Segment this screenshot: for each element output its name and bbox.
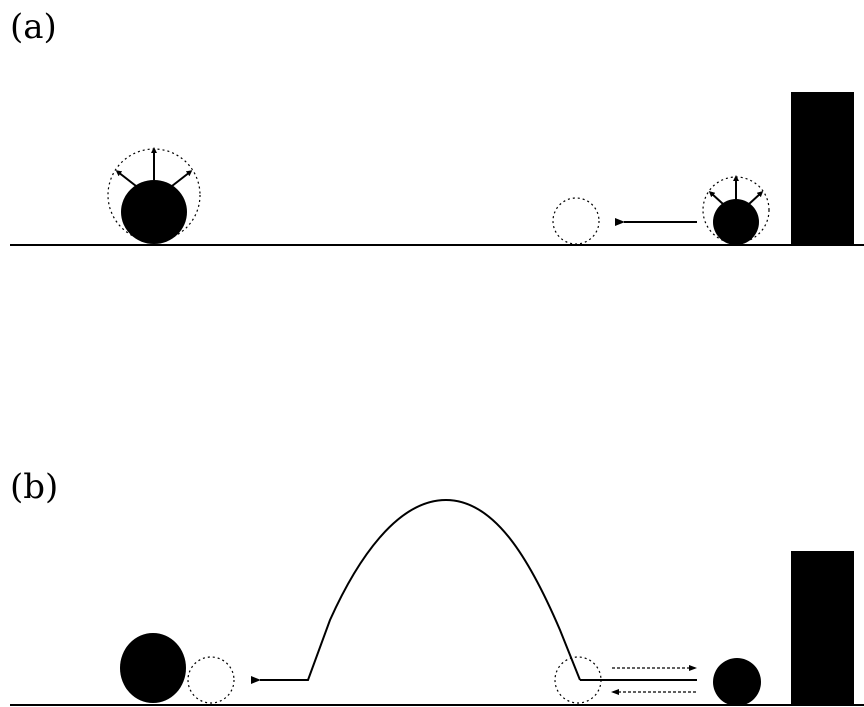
- open-circle-a: [552, 197, 600, 245]
- panel-label-a: (a): [10, 7, 57, 47]
- solid-particle-left-a: [121, 180, 187, 244]
- left-particle-group-a: [107, 147, 201, 244]
- open-circle-right-b: [554, 656, 602, 704]
- up-left-arrow-left-a: [115, 170, 137, 187]
- up-right-arrow-left-a: [171, 170, 193, 187]
- up-left-arrow-right-a: [708, 190, 724, 205]
- large-solid-particle-b: [120, 633, 186, 703]
- open-circle-left-b: [187, 656, 235, 704]
- barrier-path-b: [251, 498, 581, 684]
- small-solid-particle-b: [713, 658, 761, 706]
- panel-b: [10, 498, 864, 706]
- wall-a: [791, 92, 854, 245]
- panel-label-b: (b): [10, 467, 59, 507]
- panel-a: [10, 92, 864, 246]
- solid-particle-right-a: [713, 199, 759, 245]
- up-right-arrow-right-a: [748, 190, 764, 205]
- wall-b: [791, 551, 854, 705]
- right-particle-group-a: [702, 175, 770, 245]
